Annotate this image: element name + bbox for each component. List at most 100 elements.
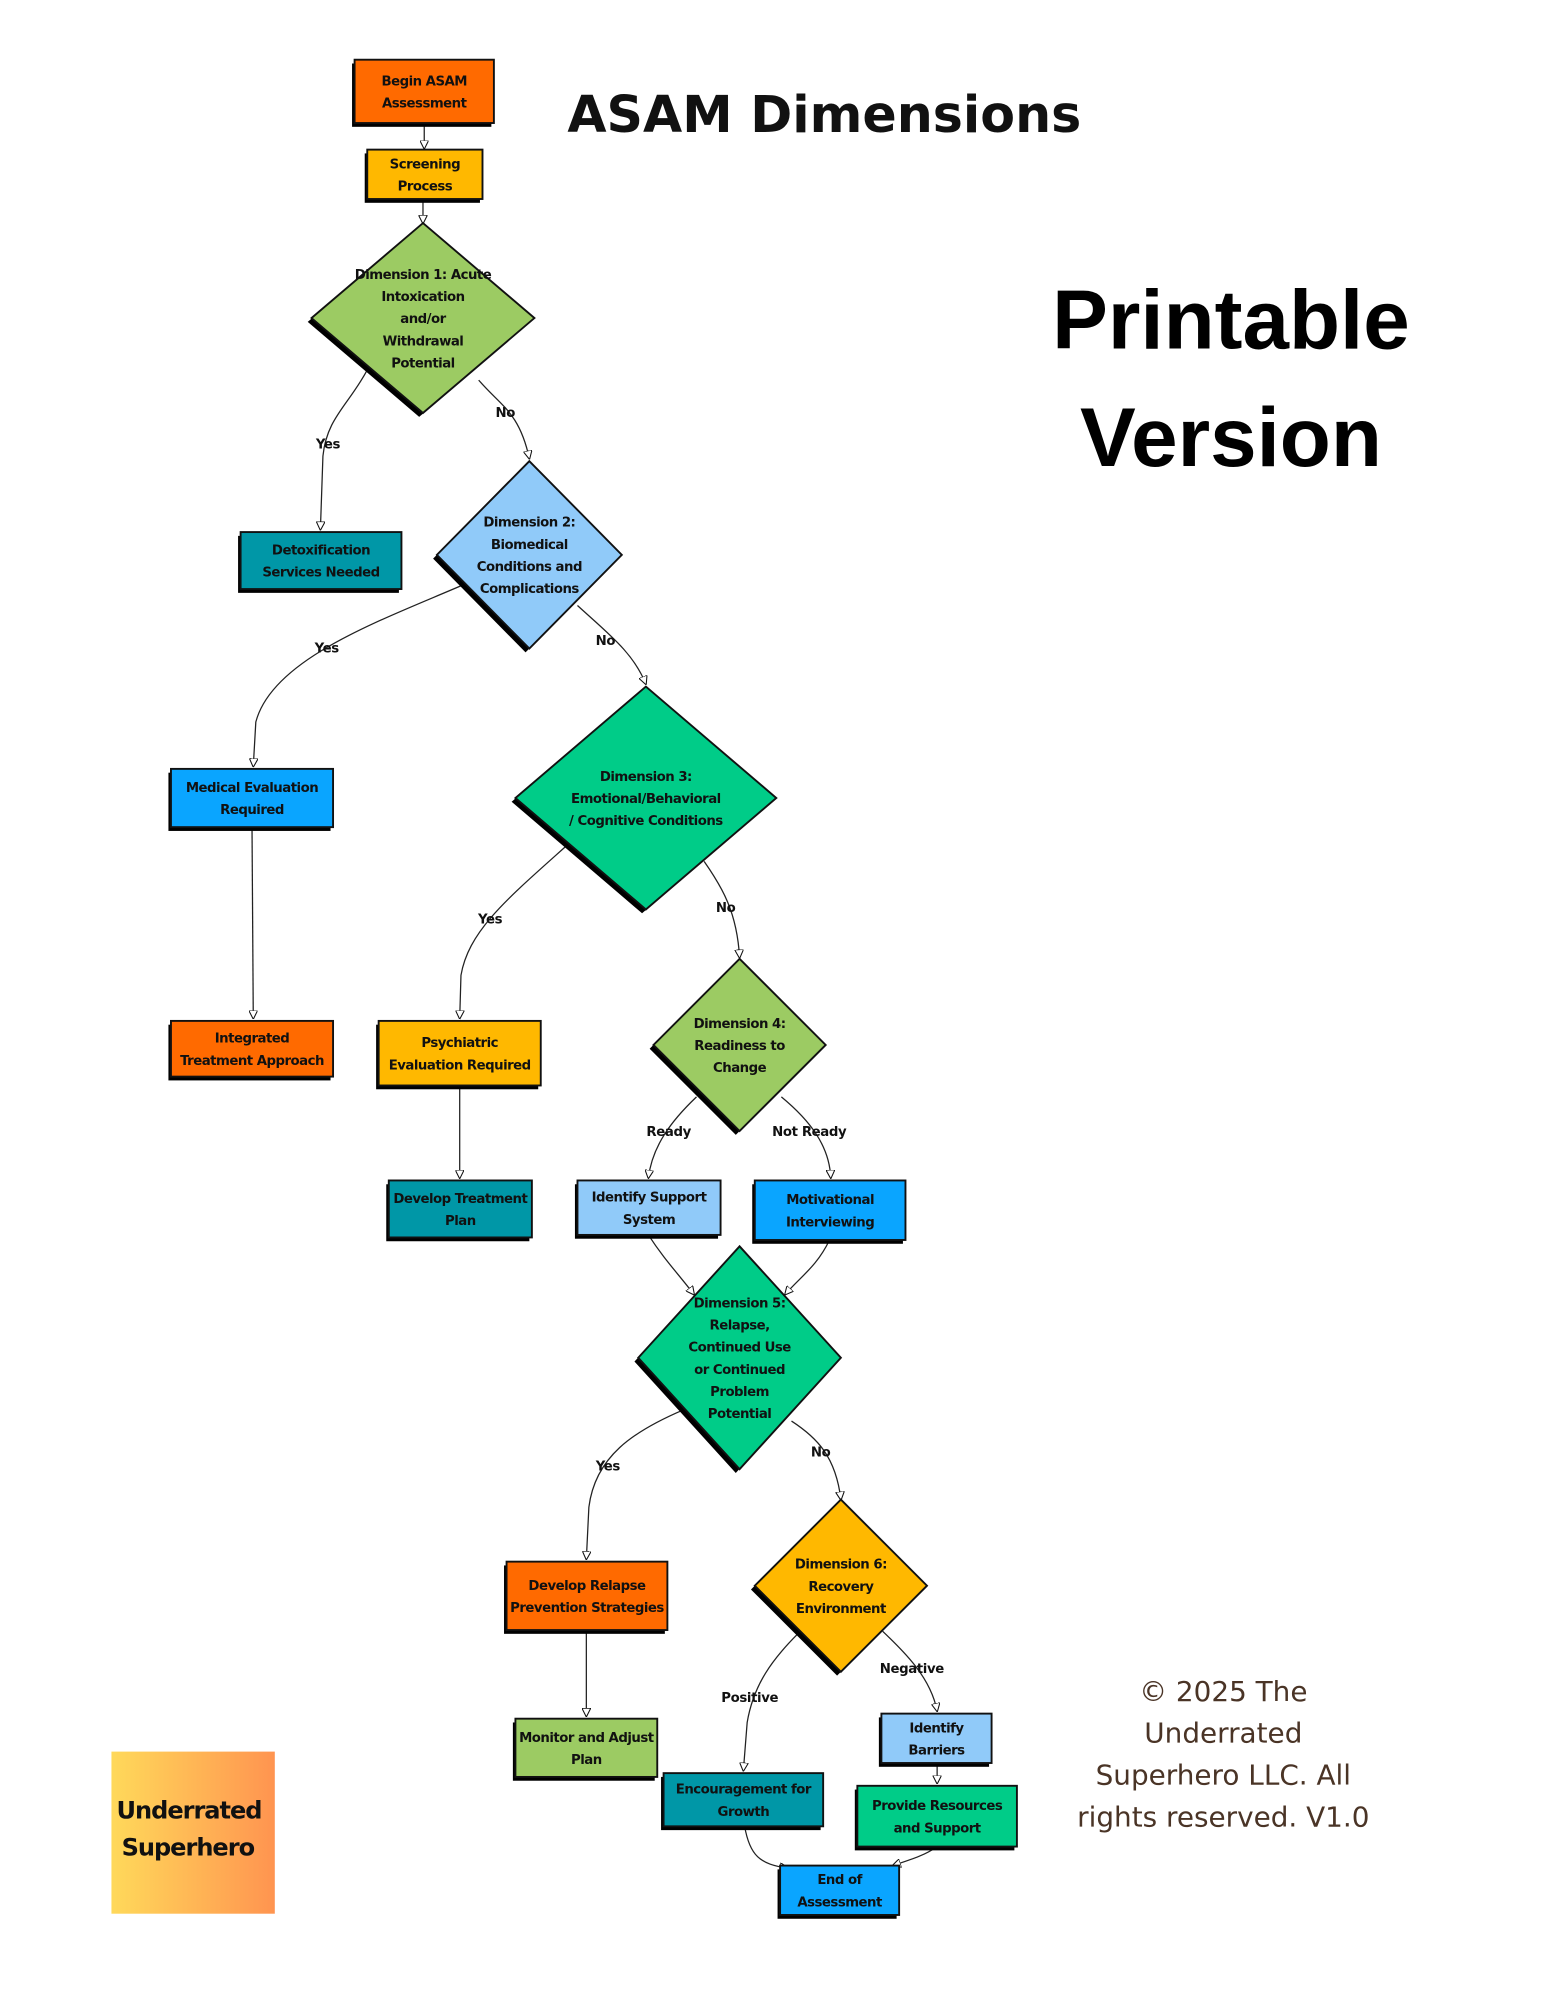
- edge-d5-to-relapse: Yes: [586, 1409, 685, 1559]
- node-label: Dimension 4:: [694, 1017, 786, 1032]
- connector-arrow: [791, 1420, 840, 1500]
- copyright-line: Underrated: [1144, 1717, 1302, 1750]
- node-label: Environment: [796, 1602, 887, 1617]
- node-box: [662, 1772, 825, 1828]
- edge-label: Ready: [646, 1125, 691, 1140]
- node-label: Dimension 3:: [600, 770, 692, 785]
- node-diamond: [513, 685, 778, 911]
- edge-label: Negative: [880, 1662, 944, 1677]
- edge-d6-to-barriers: Negative: [880, 1630, 945, 1711]
- node-label: and/or: [400, 312, 446, 327]
- node-diamond: [435, 459, 624, 650]
- brand-logo: Underrated Superhero: [111, 1751, 275, 1914]
- connector-arrow: [253, 584, 463, 766]
- edge-label: Yes: [314, 641, 340, 656]
- node-label: Required: [220, 803, 284, 818]
- edge-label: No: [716, 901, 736, 916]
- node-label: Integrated: [215, 1032, 290, 1047]
- decision-d1: Dimension 1: AcuteIntoxicationand/orWith…: [307, 221, 536, 417]
- node-label: Evaluation Required: [389, 1058, 531, 1073]
- node-label: Motivational: [786, 1193, 874, 1208]
- edge-d3-to-d4: No: [703, 860, 739, 957]
- node-label: Screening: [390, 157, 460, 172]
- node-box: [377, 1019, 542, 1087]
- step-begin: Begin ASAM Assessment: [352, 58, 495, 127]
- node-label: Recovery: [808, 1580, 874, 1595]
- node-box: [779, 1864, 901, 1916]
- node-diamond: [753, 1498, 929, 1674]
- node-box: [753, 1179, 907, 1241]
- edge-label: Yes: [315, 437, 341, 452]
- node-diamond: [652, 957, 828, 1133]
- node-label: Develop Treatment: [393, 1192, 528, 1207]
- node-label: Dimension 6:: [795, 1558, 887, 1573]
- edge-label: No: [496, 406, 516, 421]
- node-label: Plan: [445, 1214, 476, 1229]
- connector-arrow: [882, 1630, 937, 1711]
- node-label: System: [623, 1213, 675, 1228]
- node-label: Monitor and Adjust: [519, 1731, 655, 1746]
- edge-d2-to-medical: Yes: [253, 584, 463, 766]
- node-label: Begin ASAM: [381, 74, 467, 89]
- copyright-line: rights reserved. V1.0: [1077, 1800, 1369, 1833]
- node-label: Biomedical: [491, 538, 568, 553]
- edge-label: No: [811, 1446, 831, 1461]
- node-label: Continued Use: [688, 1341, 791, 1356]
- node-label: Identify: [909, 1721, 964, 1736]
- connector-arrow: [647, 1234, 694, 1295]
- edge-d2-to-d3: No: [577, 605, 645, 685]
- copyright-line: © 2025 The: [1139, 1675, 1307, 1708]
- node-label: Detoxification: [272, 544, 370, 559]
- node-box: [387, 1179, 533, 1239]
- node-label: End of: [817, 1873, 862, 1888]
- node-label: Growth: [718, 1805, 770, 1820]
- node-label: Barriers: [908, 1743, 965, 1758]
- node-label: Assessment: [382, 97, 468, 112]
- node-label: or Continued: [694, 1363, 785, 1378]
- node-label: and Support: [894, 1821, 982, 1836]
- node-box: [856, 1784, 1018, 1848]
- node-box: [576, 1179, 722, 1236]
- edge-d3-to-psych: Yes: [460, 845, 567, 1018]
- diagram-title: ASAM Dimensions: [567, 85, 1081, 144]
- edge-label: Not Ready: [772, 1125, 847, 1140]
- node-label: Process: [398, 179, 453, 194]
- node-label: Plan: [571, 1753, 602, 1768]
- node-label: Change: [713, 1061, 767, 1076]
- node-label: Dimension 5:: [694, 1296, 786, 1311]
- node-label: Complications: [480, 582, 580, 597]
- copyright-notice: © 2025 The Underrated Superhero LLC. All…: [1077, 1675, 1369, 1833]
- node-label: Treatment Approach: [180, 1054, 324, 1069]
- connector-arrow: [577, 605, 645, 685]
- logo-text: Underrated: [117, 1797, 262, 1825]
- printable-label-line2: Version: [1080, 390, 1382, 484]
- node-label: Readiness to: [694, 1039, 785, 1054]
- connector-arrow: [586, 1409, 685, 1559]
- edge-encourage-to-end: [744, 1826, 788, 1868]
- edge-support-to-d5: [647, 1234, 694, 1295]
- edge-label: No: [596, 634, 616, 649]
- node-label: Withdrawal: [383, 334, 464, 349]
- node-diamond: [310, 221, 536, 415]
- edge-d1-to-detox: Yes: [315, 369, 368, 530]
- node-label: Prevention Strategies: [510, 1601, 664, 1616]
- edge-label: Yes: [477, 912, 503, 927]
- connector-arrow: [780, 1096, 830, 1178]
- node-label: Provide Resources: [872, 1799, 1003, 1814]
- edge-motivational-to-d5: [785, 1239, 831, 1294]
- edge-medical-to-integrated: [252, 827, 253, 1018]
- node-label: Dimension 2:: [483, 516, 575, 531]
- edge-d1-to-d2: No: [478, 379, 530, 459]
- node-label: Conditions and: [477, 560, 582, 575]
- node-label: Intoxication: [381, 290, 464, 305]
